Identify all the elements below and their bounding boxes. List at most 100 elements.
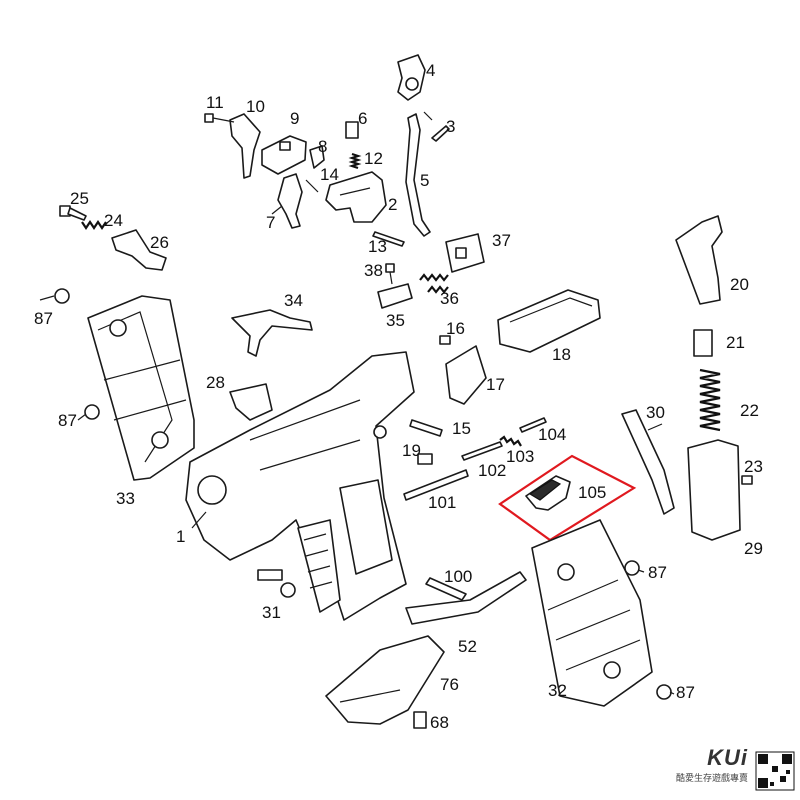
part-18-mag-catch — [497, 289, 601, 353]
part-30-sear-spring — [621, 409, 675, 515]
brand-tagline: 酷愛生存遊戲專賣 — [675, 773, 748, 783]
part-21-cap — [693, 329, 713, 357]
label-2: 2 — [388, 195, 397, 214]
part-20-hammer-housing — [675, 215, 723, 305]
part-11-screw — [204, 113, 235, 123]
label-5: 5 — [420, 171, 429, 190]
label-38: 38 — [364, 261, 383, 280]
part-87-screw-a — [54, 288, 70, 304]
label-6: 6 — [358, 109, 367, 128]
part-23-pin — [741, 475, 753, 485]
part-6-small — [345, 121, 359, 139]
part-25-pin — [59, 205, 87, 221]
label-31: 31 — [262, 603, 281, 622]
label-8: 8 — [318, 137, 327, 156]
label-7: 7 — [266, 213, 275, 232]
part-12-spring — [348, 152, 362, 170]
label-33: 33 — [116, 489, 135, 508]
part-100-pin — [425, 577, 467, 601]
part-36-spring — [419, 273, 449, 294]
part-102-rod — [461, 441, 503, 461]
label-3: 3 — [446, 117, 455, 136]
part-31-screw — [257, 569, 296, 598]
label-29: 29 — [744, 539, 763, 558]
part-labels: 1 2 3 4 5 6 7 8 9 10 11 12 13 14 15 16 1… — [34, 61, 763, 732]
part-1-frame — [185, 351, 415, 621]
part-26-plunger — [111, 229, 167, 271]
label-20: 20 — [730, 275, 749, 294]
part-104-pin — [519, 417, 547, 433]
label-104: 104 — [538, 425, 566, 444]
label-24: 24 — [104, 211, 123, 230]
part-35-block — [377, 283, 413, 309]
part-15-pin — [409, 419, 443, 437]
label-105: 105 — [578, 483, 606, 502]
leader-lines — [39, 111, 675, 695]
label-19: 19 — [402, 441, 421, 460]
part-19-plunger — [417, 453, 433, 465]
part-29-housing — [687, 439, 741, 541]
label-87-b: 87 — [58, 411, 77, 430]
label-32: 32 — [548, 681, 567, 700]
part-33-left-grip-panel — [87, 295, 195, 481]
label-76: 76 — [440, 675, 459, 694]
brand-logo: KUi 酷愛生存遊戲專賣 — [676, 745, 748, 784]
label-102: 102 — [478, 461, 506, 480]
label-4: 4 — [426, 61, 435, 80]
label-11: 11 — [206, 93, 224, 112]
part-3-pin — [431, 125, 450, 142]
part-32-right-grip-panel — [531, 519, 653, 707]
part-9-block — [261, 135, 307, 175]
label-87-a: 87 — [34, 309, 53, 328]
part-87-screw-d — [656, 684, 672, 700]
part-4-hammer — [397, 54, 426, 101]
part-24-spring — [81, 220, 107, 230]
highlight-triangle — [498, 454, 637, 542]
part-13-pin — [372, 231, 405, 247]
part-37-block — [445, 233, 485, 273]
part-7-sear — [277, 173, 303, 229]
label-16: 16 — [446, 319, 465, 338]
part-28-plate — [229, 383, 273, 421]
part-34-slide-stop — [231, 309, 313, 357]
label-18: 18 — [552, 345, 571, 364]
part-87-screw-b — [84, 404, 100, 420]
part-17-trigger — [445, 345, 487, 405]
label-28: 28 — [206, 373, 225, 392]
label-103: 103 — [506, 447, 534, 466]
label-101: 101 — [428, 493, 456, 512]
part-10-disconnector — [229, 113, 261, 179]
label-37: 37 — [492, 231, 511, 250]
part-22-mainspring — [699, 368, 721, 432]
part-68-screw — [413, 711, 427, 729]
label-36: 36 — [440, 289, 459, 308]
label-35: 35 — [386, 311, 405, 330]
part-103-spring — [499, 435, 522, 447]
label-52: 52 — [458, 637, 477, 656]
label-30: 30 — [646, 403, 665, 422]
part-52-safety — [405, 571, 527, 625]
label-25: 25 — [70, 189, 89, 208]
label-14: 14 — [320, 165, 339, 184]
part-8-lever — [309, 145, 325, 169]
part-87-screw-c — [624, 560, 640, 576]
label-68: 68 — [430, 713, 449, 732]
label-1: 1 — [176, 527, 185, 546]
part-5-hammer-strut — [405, 113, 431, 237]
part-16-pin — [439, 335, 451, 345]
label-10: 10 — [246, 97, 265, 116]
label-100: 100 — [444, 567, 472, 586]
label-12: 12 — [364, 149, 383, 168]
label-87-c: 87 — [648, 563, 667, 582]
label-21: 21 — [726, 333, 745, 352]
label-34: 34 — [284, 291, 303, 310]
label-23: 23 — [744, 457, 763, 476]
part-38-screw — [385, 263, 395, 285]
part-2-sear-housing — [325, 171, 387, 223]
label-13: 13 — [368, 237, 387, 256]
part-101-rod — [403, 469, 469, 501]
part-76-base-plate — [325, 635, 445, 725]
label-9: 9 — [290, 109, 299, 128]
label-26: 26 — [150, 233, 169, 252]
